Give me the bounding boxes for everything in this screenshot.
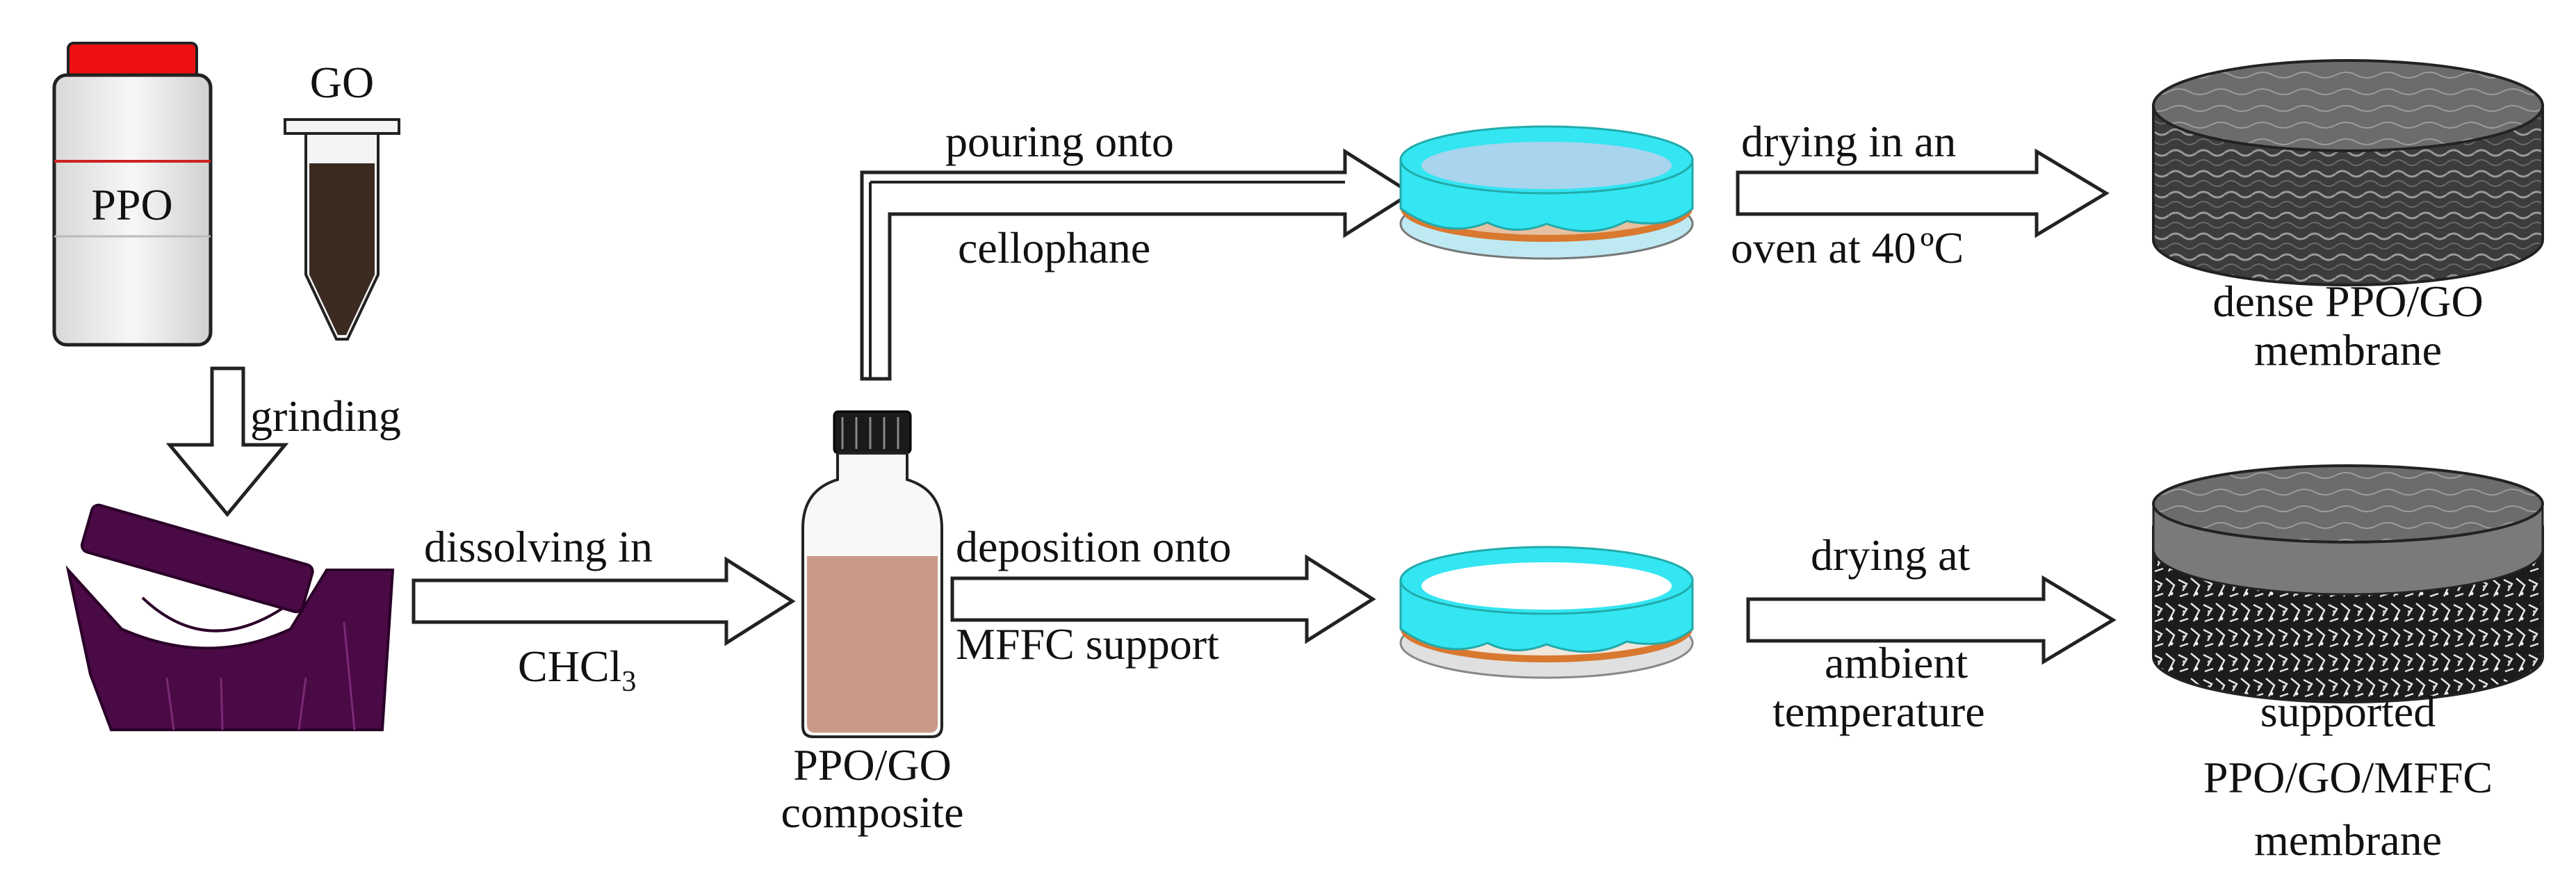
dense-membrane-icon: dense PPO/GO membrane <box>2152 59 2544 375</box>
mffc-support-label: MFFC support <box>956 619 1219 669</box>
dense-membrane-label-line1: dense PPO/GO <box>2212 277 2483 326</box>
supported-membrane-icon: supported PPO/GO/MFFC membrane <box>2152 464 2544 865</box>
petri-dish-mffc-icon <box>1399 546 1694 679</box>
drying-ambient-arrow: drying at ambient temperature <box>1746 530 2117 736</box>
ppo-bottle-cap <box>67 42 198 79</box>
pestle <box>80 503 314 614</box>
composite-liquid <box>807 556 938 733</box>
dissolving-arrow: dissolving in CHCl3 <box>411 522 796 698</box>
pouring-label: pouring onto <box>945 117 1174 166</box>
go-label: GO <box>310 58 374 107</box>
drying-oven-label-line2: oven at 40ºC <box>1731 223 1964 272</box>
ppo-bottle-icon: PPO <box>52 42 213 347</box>
supported-membrane-label-line2: PPO/GO/MFFC <box>2203 753 2493 802</box>
composite-label-line2: composite <box>781 788 963 837</box>
mortar-bowl <box>65 565 395 731</box>
go-liquid <box>309 163 375 335</box>
ambient-label: ambient <box>1825 638 1968 687</box>
composite-label-line1: PPO/GO <box>793 740 952 790</box>
petri-dish-cellophane-icon <box>1399 125 1694 260</box>
chcl3-label: CHCl3 <box>518 642 636 698</box>
supported-membrane-label-line1: supported <box>2260 687 2436 736</box>
drying-oven-arrow: drying in an oven at 40ºC <box>1731 117 2110 272</box>
dissolving-label: dissolving in <box>424 522 653 571</box>
grinding-arrow: grinding <box>165 366 401 517</box>
supported-membrane-label-line3: membrane <box>2254 815 2442 865</box>
drying-oven-label-line1: drying in an <box>1741 117 1956 166</box>
deposition-arrow: deposition onto MFFC support <box>950 522 1376 669</box>
go-tube-icon: GO <box>284 58 400 341</box>
grinding-label: grinding <box>250 391 401 441</box>
composite-bottle-icon: PPO/GO composite <box>781 410 964 837</box>
pouring-arrow: pouring onto cellophane <box>860 117 1415 381</box>
drying-at-label: drying at <box>1811 530 1971 580</box>
cellophane-label: cellophane <box>958 223 1150 272</box>
mortar-pestle-icon <box>65 503 395 731</box>
ppo-label: PPO <box>91 180 172 229</box>
temperature-label: temperature <box>1772 687 1985 736</box>
dense-membrane-label-line2: membrane <box>2254 325 2442 375</box>
deposition-label: deposition onto <box>956 522 1231 571</box>
